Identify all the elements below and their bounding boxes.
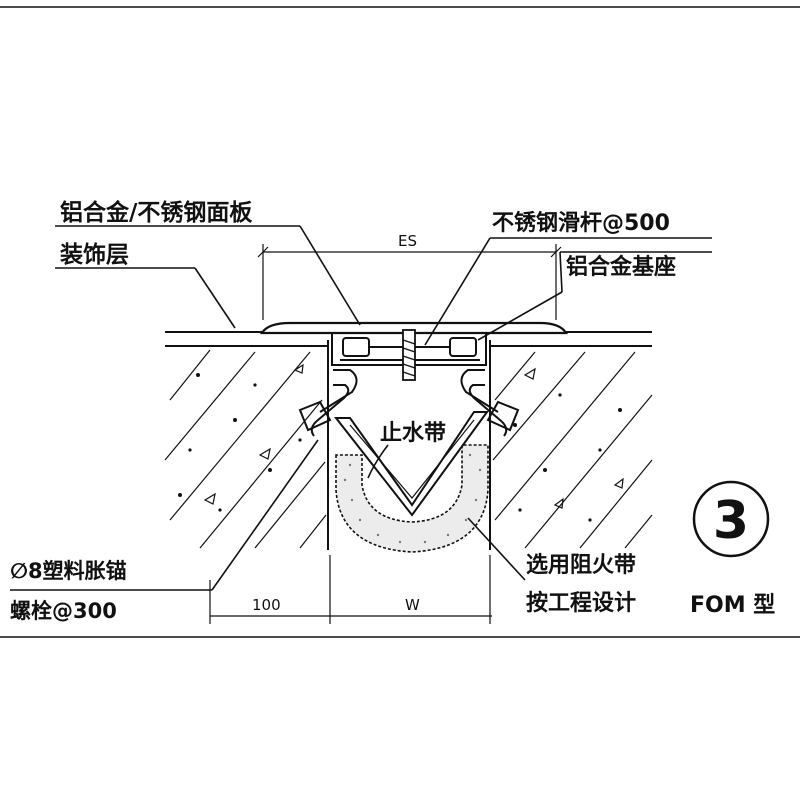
anchor-bolt-label-line1: ∅8塑料胀锚 [10,559,127,583]
cover-panel [260,321,568,335]
fire-barrier-label-line2: 按工程设计 [526,590,636,616]
fire-barrier-label-line1: 选用阻火带 [526,553,636,578]
dimension-es: ES [398,232,417,250]
dimension-lines [209,244,562,624]
dimension-gap-width: W [405,596,420,614]
decoration-layer [165,331,652,347]
fire-barrier [335,444,489,553]
leader-lines [10,225,712,591]
detail-number: 3 [713,491,749,551]
waterstop-label: 止水带 [380,421,446,446]
left-anchor-bracket [298,369,358,437]
base-label: 铝合金基座 [566,254,676,280]
panel-label: 铝合金/不锈钢面板 [60,199,253,226]
type-label: FOM 型 [690,593,775,618]
fire-barrier-texture [343,453,482,544]
right-anchor-bracket [460,369,520,437]
decoration-layer-label: 装饰层 [60,241,129,268]
sliding-bar-label: 不锈钢滑杆@500 [492,210,670,236]
left-concrete-slab [164,340,329,550]
right-concrete-slab [489,340,653,550]
sliding-bar-bolt [402,329,416,381]
detail-number-badge: 3 [692,480,770,558]
anchor-bolt-label-line2: 螺栓@300 [10,599,117,623]
waterstop-inner-line [349,419,475,499]
dimension-left-width: 100 [252,596,281,614]
